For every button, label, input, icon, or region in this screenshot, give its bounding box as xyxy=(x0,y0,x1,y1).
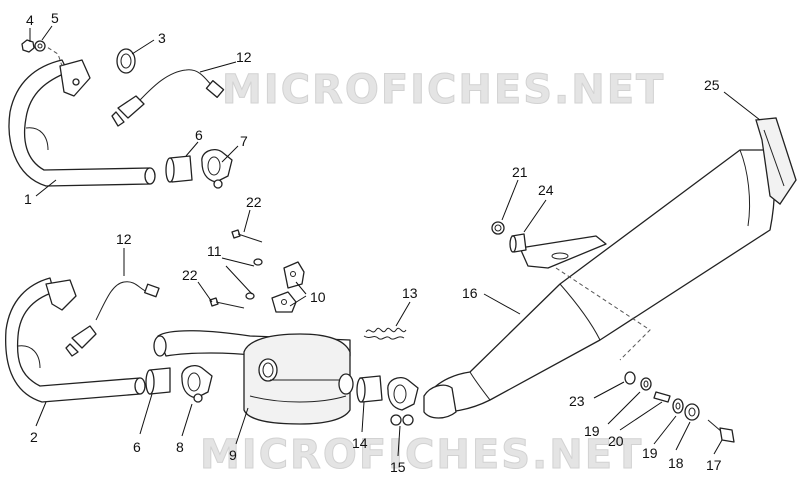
leader-lines xyxy=(29,25,761,457)
washer-part-5 xyxy=(34,40,46,52)
end-cap-part-25 xyxy=(755,117,797,205)
callout-5: 5 xyxy=(51,10,59,26)
callout-10: 10 xyxy=(310,289,326,305)
callout-14: 14 xyxy=(352,435,368,451)
collector-box-part-9 xyxy=(153,330,354,425)
callout-8: 8 xyxy=(176,439,184,455)
watermark-top: MICROFICHES.NET xyxy=(222,67,665,113)
callout-1: 1 xyxy=(24,191,32,207)
callout-19-left: 19 xyxy=(584,423,600,439)
callout-9: 9 xyxy=(229,447,237,463)
callout-18: 18 xyxy=(668,455,684,471)
watermark-bottom: MICROFICHES.NET xyxy=(200,432,643,478)
bolt-part-17 xyxy=(707,419,735,443)
callout-13: 13 xyxy=(402,285,418,301)
lambda-sensor-lower xyxy=(65,281,160,357)
bushing-part-19-right xyxy=(672,398,684,414)
sleeve-part-14 xyxy=(356,375,383,403)
callout-15: 15 xyxy=(390,459,406,475)
screw-part-22-lower xyxy=(209,297,245,309)
callout-2: 2 xyxy=(30,429,38,445)
bracket-part-10 xyxy=(271,261,305,313)
callout-21: 21 xyxy=(512,164,528,180)
nut-part-4 xyxy=(21,39,35,53)
screw-part-22-upper xyxy=(231,229,263,243)
callout-25: 25 xyxy=(704,77,720,93)
upper-header-pipe xyxy=(8,59,156,187)
callout-4: 4 xyxy=(26,12,34,28)
callout-23: 23 xyxy=(569,393,585,409)
callout-17: 17 xyxy=(706,457,722,473)
clamp-part-15 xyxy=(387,376,419,426)
clamp-part-8 xyxy=(181,364,213,403)
callout-6-lower: 6 xyxy=(133,439,141,455)
spacer-part-20 xyxy=(653,391,671,403)
callout-6-upper: 6 xyxy=(195,127,203,143)
grommet-part-21 xyxy=(491,221,505,235)
sleeve-upper-part-6 xyxy=(165,155,193,183)
callout-22-lower: 22 xyxy=(182,267,198,283)
lambda-sensor-upper xyxy=(111,69,225,127)
callout-7: 7 xyxy=(240,133,248,149)
callout-3: 3 xyxy=(158,30,166,46)
callout-19-right: 19 xyxy=(642,445,658,461)
bushing-part-19-left xyxy=(640,377,652,391)
spring-part-13 xyxy=(363,327,407,340)
washer-part-11 xyxy=(245,258,263,300)
washer-part-18 xyxy=(684,403,700,421)
callout-20: 20 xyxy=(608,433,624,449)
callout-labels: 4 5 3 12 6 7 1 22 11 12 22 10 2 6 8 9 13… xyxy=(24,10,722,475)
lower-header-pipe xyxy=(5,277,146,403)
callout-22-upper: 22 xyxy=(246,194,262,210)
silencer-part-16 xyxy=(423,149,776,419)
callout-12-upper: 12 xyxy=(236,49,252,65)
washer-part-23 xyxy=(624,371,636,385)
clamp-upper-part-7 xyxy=(201,148,233,189)
callout-24: 24 xyxy=(538,182,554,198)
gasket-ring-part-3 xyxy=(116,48,136,74)
callout-16: 16 xyxy=(462,285,478,301)
callout-11: 11 xyxy=(207,243,222,259)
sleeve-lower-part-6 xyxy=(145,367,171,395)
callout-12-lower: 12 xyxy=(116,231,132,247)
spacer-part-24 xyxy=(509,233,527,253)
